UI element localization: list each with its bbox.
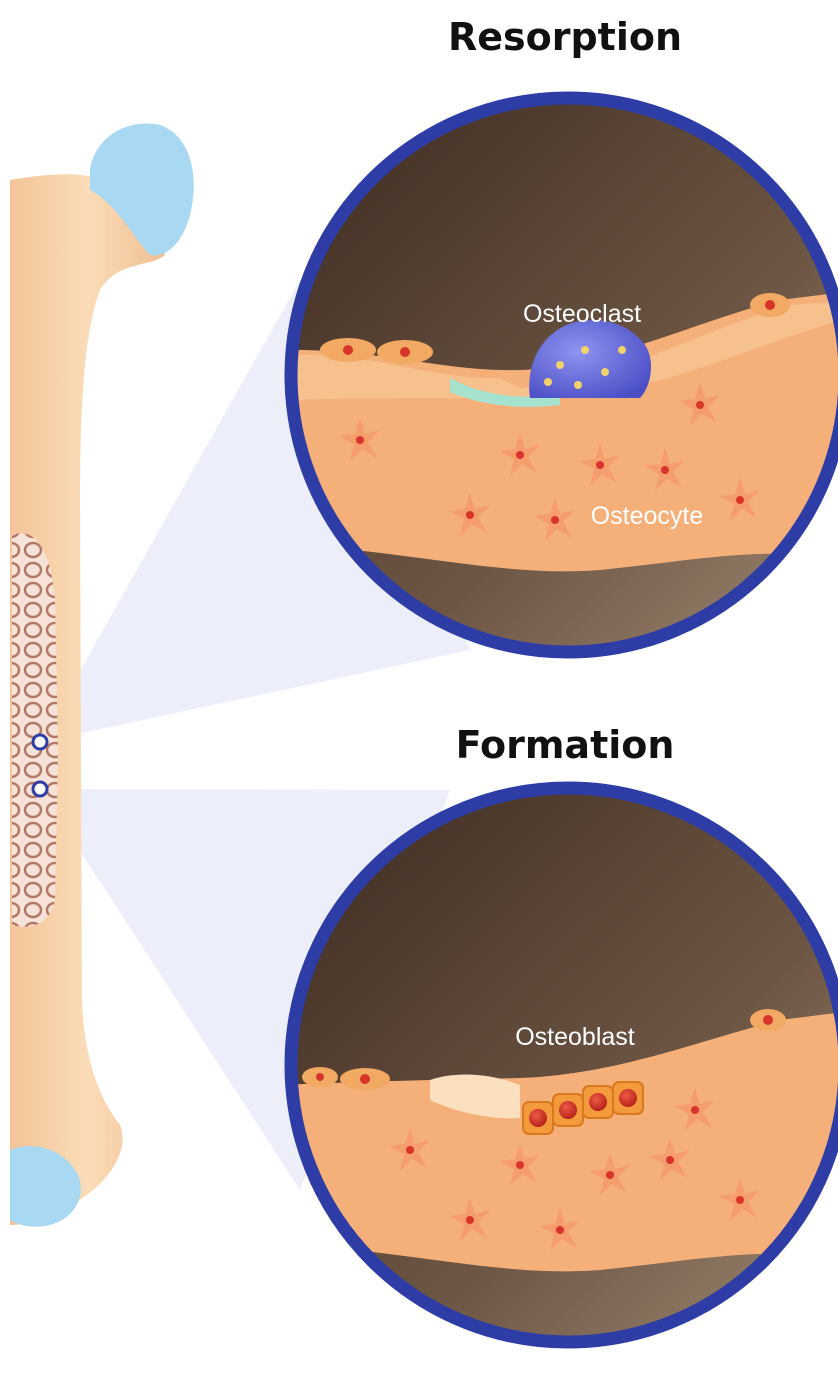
resorption-zoom: Resorption Osteoclast Osteocyte <box>280 15 838 660</box>
spongy-bone <box>12 533 58 927</box>
formation-title: Formation <box>456 723 675 767</box>
sample-site-formation <box>33 782 47 796</box>
osteoclast-label: Osteoclast <box>523 300 641 328</box>
sample-site-resorption <box>33 735 47 749</box>
resorption-title: Resorption <box>448 15 682 59</box>
osteoblast-label: Osteoblast <box>515 1023 635 1051</box>
osteocyte-label: Osteocyte <box>591 502 704 530</box>
